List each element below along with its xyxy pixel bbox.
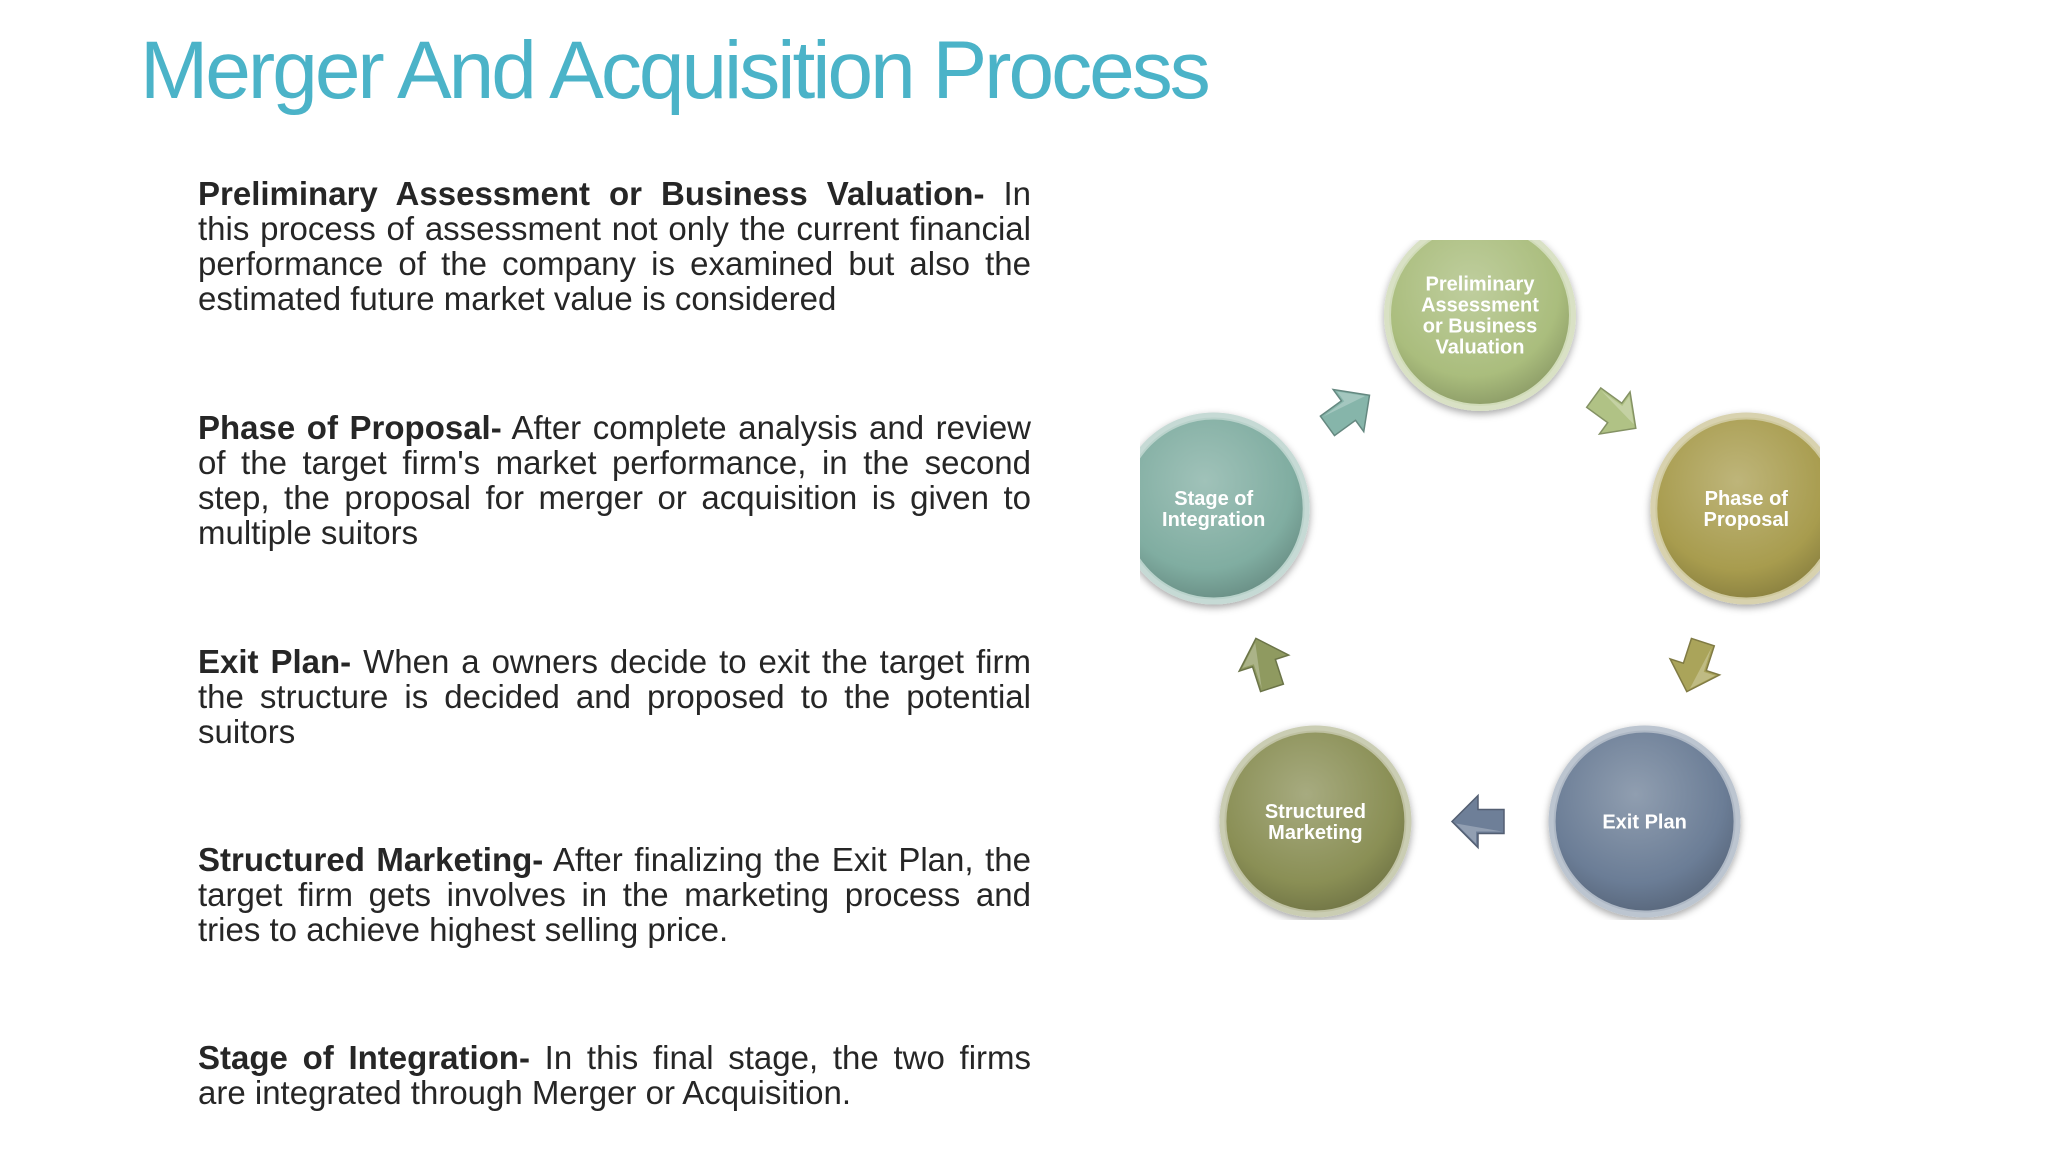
cycle-node-label: Stage of (1174, 488, 1253, 510)
cycle-node-label: Valuation (1436, 337, 1525, 359)
step-text: After finalizing the Exit Plan, the targ… (198, 841, 1031, 948)
step-preliminary-assessment: Preliminary Assessment or Business Valua… (198, 176, 1031, 316)
cycle-arrow (1585, 386, 1637, 435)
step-text: When a owners decide to exit the target … (198, 643, 1031, 750)
step-exit-plan: Exit Plan- When a owners decide to exit … (198, 644, 1031, 749)
step-phase-of-proposal: Phase of Proposal- After complete analys… (198, 410, 1031, 550)
step-text: In this final stage, the two firms are i… (198, 1039, 1031, 1111)
step-title: Stage of Integration- (198, 1039, 530, 1076)
step-stage-of-integration: Stage of Integration- In this final stag… (198, 1040, 1031, 1110)
cycle-node-label: Assessment (1421, 295, 1539, 317)
cycle-node: Exit Plan (1548, 725, 1741, 918)
cycle-node-label: Proposal (1704, 509, 1790, 531)
cycle-arrow (1319, 388, 1371, 437)
cycle-node-label: Phase of (1705, 488, 1789, 510)
cycle-node-label: or Business (1423, 316, 1537, 338)
slide-title: Merger And Acquisition Process (140, 25, 1211, 116)
cycle-node-label: Marketing (1268, 822, 1362, 844)
step-title: Structured Marketing- (198, 841, 544, 878)
cycle-arrow (1450, 793, 1505, 850)
step-title: Exit Plan- (198, 643, 352, 680)
cycle-arrow (1668, 637, 1722, 693)
cycle-node-label: Structured (1265, 801, 1366, 823)
cycle-node-label: Integration (1162, 509, 1265, 531)
cycle-arrow (1237, 637, 1291, 693)
step-text: In this process of assessment not only t… (198, 175, 1031, 317)
cycle-node-label: Preliminary (1426, 274, 1536, 296)
step-text: After complete analysis and review of th… (198, 409, 1032, 551)
cycle-node-label: Exit Plan (1602, 812, 1686, 834)
step-title: Phase of Proposal- (198, 409, 502, 446)
step-structured-marketing: Structured Marketing- After finalizing t… (198, 842, 1031, 947)
step-title: Preliminary Assessment or Business Valua… (198, 175, 985, 212)
